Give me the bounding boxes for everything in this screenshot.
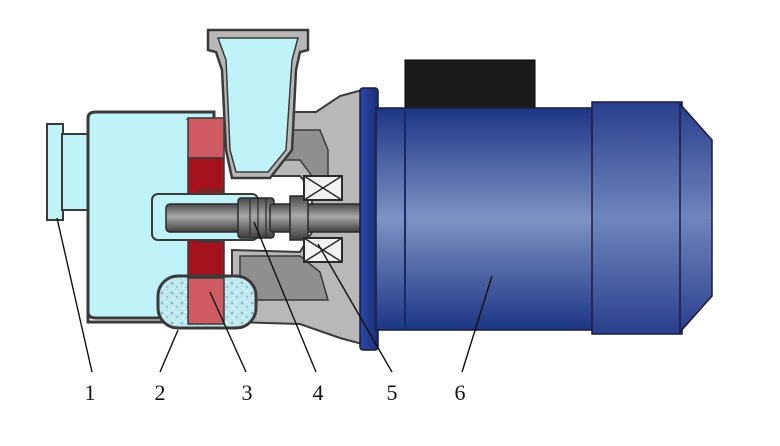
suction-flange [46,123,64,221]
leader-line-1 [56,217,93,373]
impeller-blade-upper [187,117,225,159]
leader-line-5 [317,243,393,373]
bearing-upper-cross-b [303,175,343,201]
seal-ring-center [187,277,225,325]
leader-lines [56,217,493,373]
motor-fan-cover [591,101,683,335]
callout-label-6: 6 [455,380,466,405]
callout-label-4: 4 [313,380,324,405]
motor-end-cap [679,102,713,334]
shaft-rear [269,203,371,233]
seal-chamber [156,274,258,330]
impeller-blade-mid-lower [187,237,225,279]
callout-label-3: 3 [242,380,253,405]
impeller-blade-mid-upper [187,157,225,195]
motor-body [375,107,595,331]
callout-labels: 1 2 3 4 5 6 [85,380,466,405]
discharge-nozzle [206,28,310,180]
bearing-lower-cross-b [303,237,343,263]
callout-label-5: 5 [387,380,398,405]
shaft-sleeve [237,197,275,239]
bearing [303,175,343,263]
leader-line-6 [461,275,493,373]
discharge-fluid [216,37,299,173]
motor-terminal-box [404,59,536,113]
callout-label-1: 1 [85,380,96,405]
shaft-collar [289,195,309,241]
leader-line-2 [159,329,179,373]
electric-motor [359,59,713,351]
shaft-assembly [151,193,371,241]
callout-label-2: 2 [155,380,166,405]
leader-line-4 [253,221,317,373]
leader-line-3 [209,291,247,373]
